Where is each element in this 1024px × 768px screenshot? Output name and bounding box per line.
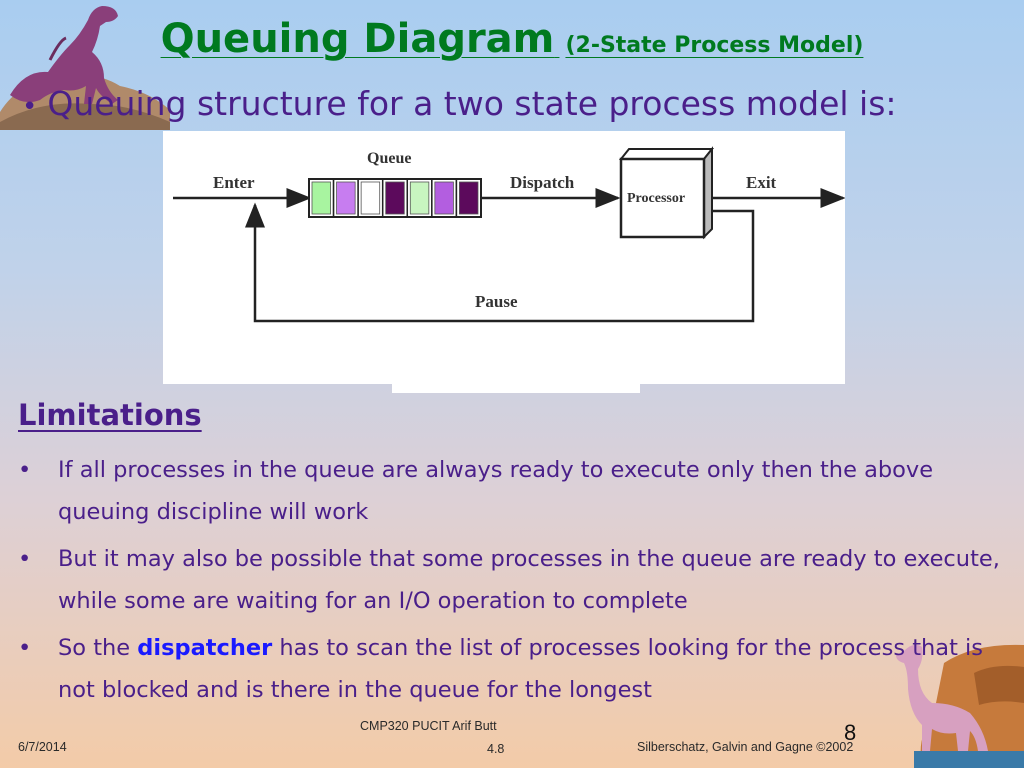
label-pause: Pause [475,292,518,311]
pause-loop [245,202,755,323]
queue-process-block [434,181,454,215]
queue-process-block [311,181,331,215]
title-main: Queuing Diagram [160,16,555,62]
footer-date: 6/7/2014 [18,740,67,754]
processor-box: Processor [618,146,715,240]
dinosaur-decoration-top-left [0,6,170,130]
label-dispatch: Dispatch [510,173,575,192]
label-queue: Queue [367,150,411,167]
bullet-text-pre: So the [58,635,138,661]
footer-course: CMP320 PUCIT Arif Butt [360,719,497,733]
dinosaur-decoration-bottom-right [896,644,1024,768]
list-item: •But it may also be possible that some p… [18,546,1000,614]
queue-process-block [360,181,381,215]
footer-copyright: Silberschatz, Galvin and Gagne ©2002 [637,740,854,754]
queue-process-block [336,181,356,215]
intro-text: Queuing structure for a two state proces… [47,84,897,123]
limitations-heading: Limitations [18,398,202,432]
limitations-list: •If all processes in the queue are alway… [18,450,1008,717]
list-item: •If all processes in the queue are alway… [18,457,934,525]
diagram-background [163,131,845,384]
footer-slide-ref: 4.8 [487,742,505,756]
queue [308,178,482,218]
queue-process-block [385,181,405,215]
bullet-text: If all processes in the queue are always… [58,457,934,525]
bullet-text-post: has to scan the list of processes lookin… [58,635,984,703]
queuing-diagram: Enter Queue Dispatch Exit Pause Processo… [173,146,845,323]
title-subtitle: (2-State Process Model) [565,33,864,58]
dispatcher-highlight: dispatcher [137,635,273,661]
queue-process-block [409,181,430,215]
bullet-text: But it may also be possible that some pr… [58,546,1000,614]
intro-line: • Queuing structure for a two state proce… [22,84,897,123]
diagram-background-tab [392,383,640,393]
queue-process-block [459,181,479,215]
bullet-dot: • [22,92,38,122]
label-exit: Exit [746,173,777,192]
page-number: 8 [844,720,857,745]
slide-title: Queuing Diagram (2-State Process Model) [0,16,1024,62]
list-item: •So the dispatcher has to scan the list … [18,635,984,703]
label-enter: Enter [213,173,255,192]
label-processor: Processor [627,191,685,206]
